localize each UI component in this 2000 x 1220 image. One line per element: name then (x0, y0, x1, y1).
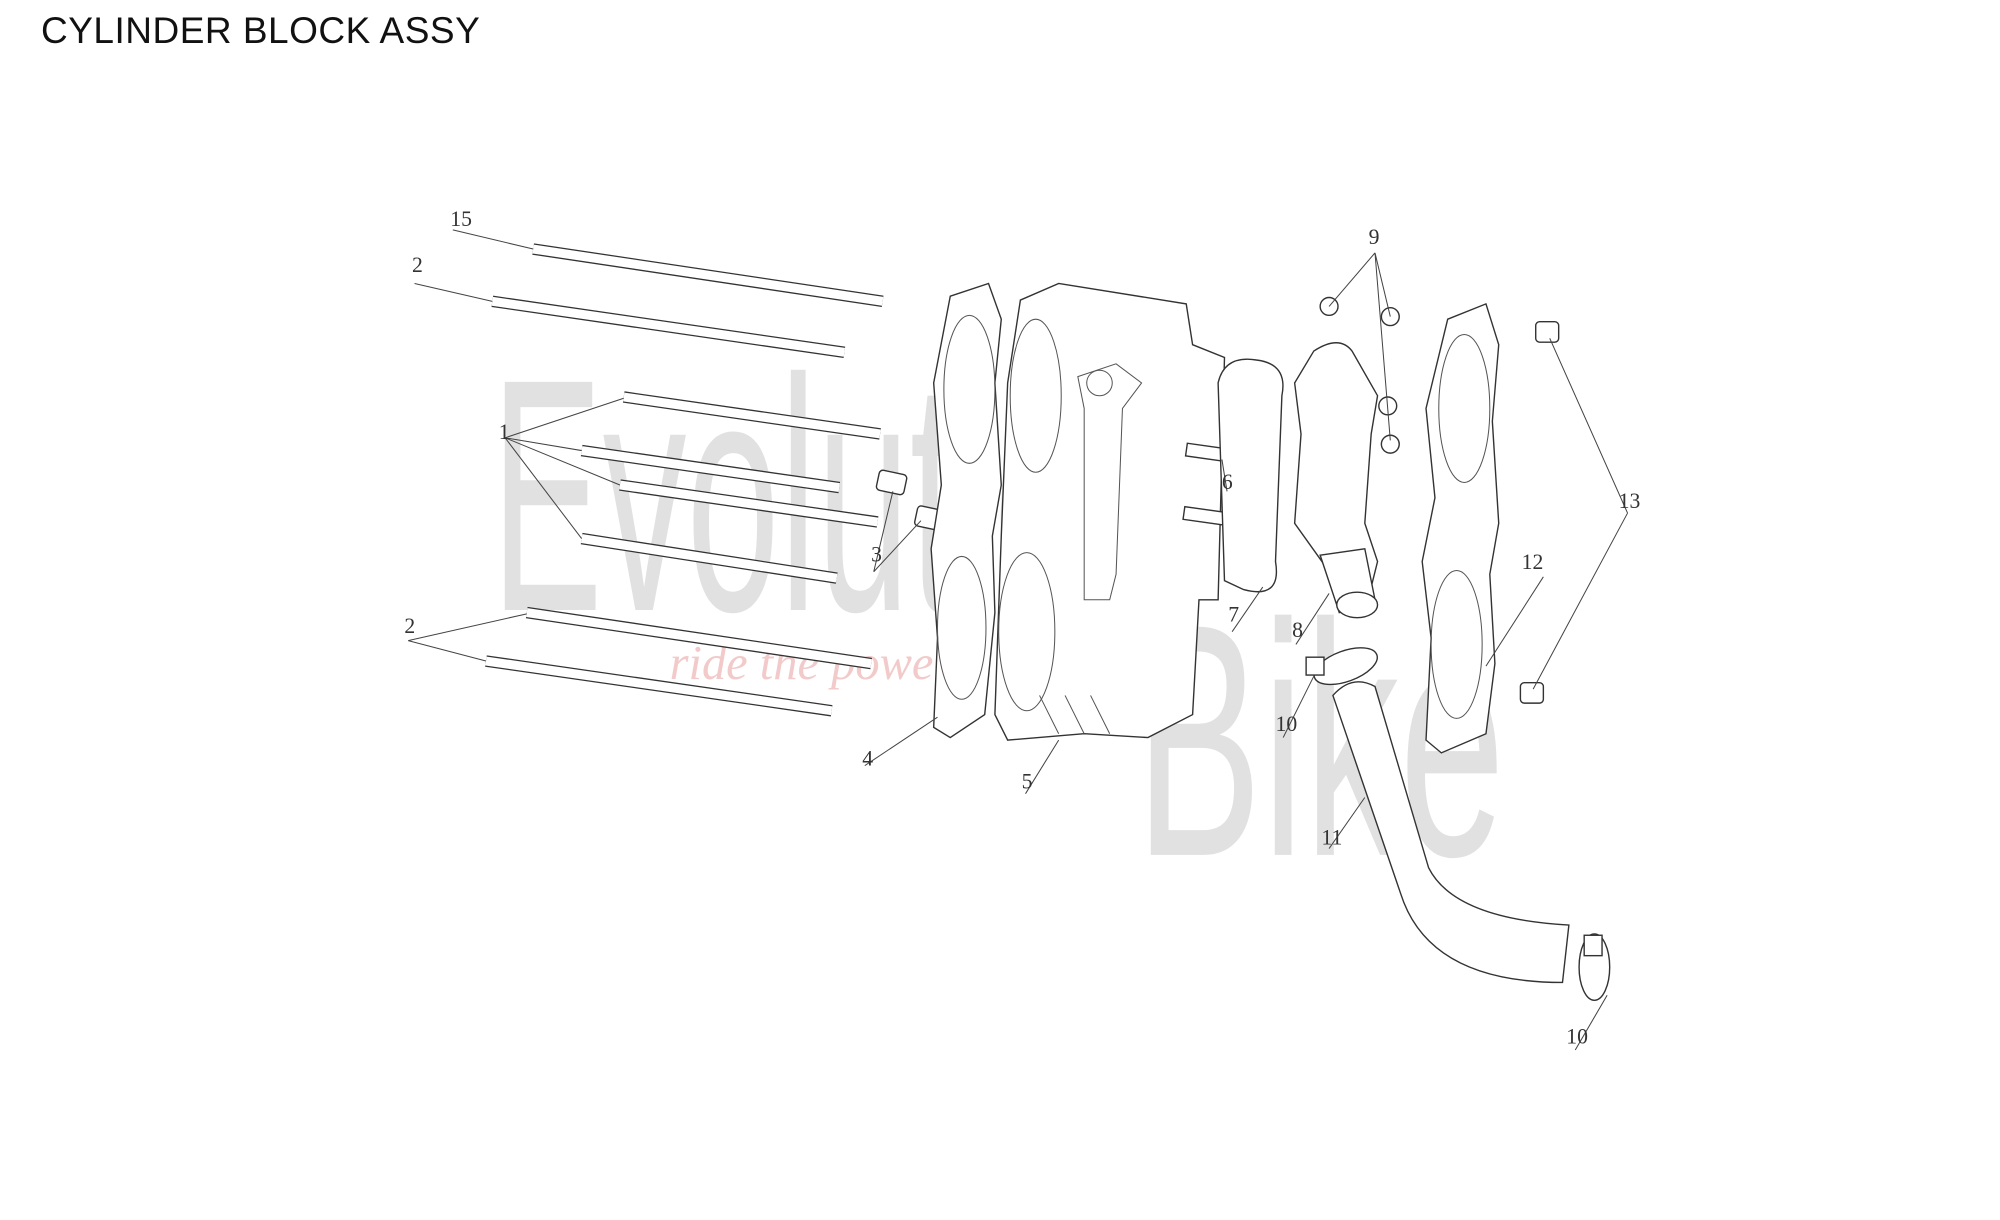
stud (622, 391, 881, 440)
stud (525, 606, 873, 670)
stud (485, 655, 833, 717)
hose-clamp-upper (1305, 647, 1378, 686)
water-hose (1332, 681, 1570, 984)
callout-9: 9 (1369, 225, 1380, 249)
callout-2: 2 (412, 253, 423, 277)
callout-10: 10 (1276, 712, 1298, 736)
callout-5: 5 (1022, 770, 1033, 794)
hose-clamp-lower (1578, 933, 1611, 1002)
callout-2-lower: 2 (404, 614, 415, 638)
stud (532, 243, 884, 308)
stud (491, 295, 846, 359)
water-outlet-cover (1293, 342, 1379, 619)
stud (580, 444, 841, 494)
callout-11: 11 (1321, 826, 1342, 850)
callout-10-lower: 10 (1566, 1025, 1588, 1049)
cylinder-block (994, 282, 1245, 741)
callout-8: 8 (1292, 618, 1303, 642)
callout-4: 4 (862, 747, 873, 771)
callouts: 15 2 1 3 2 4 5 6 7 8 9 10 11 12 13 10 (404, 207, 1640, 1049)
stud (580, 532, 838, 584)
callout-15: 15 (450, 207, 472, 231)
callout-12: 12 (1522, 550, 1544, 574)
studs (485, 243, 884, 717)
callout-7: 7 (1228, 602, 1239, 626)
callout-1: 1 (499, 420, 510, 444)
cover-gasket (1217, 358, 1284, 593)
cylinder-gasket-left (930, 282, 1002, 739)
page-title: CYLINDER BLOCK ASSY (41, 10, 481, 51)
leader-lines (408, 229, 1629, 1051)
callout-13: 13 (1619, 489, 1641, 513)
stud (619, 479, 879, 528)
cylinder-head-gasket-right (1421, 302, 1500, 754)
dowel-pin (1519, 682, 1545, 704)
callout-6: 6 (1222, 470, 1233, 494)
callout-3: 3 (871, 543, 882, 567)
dowel-pin (1535, 321, 1560, 343)
